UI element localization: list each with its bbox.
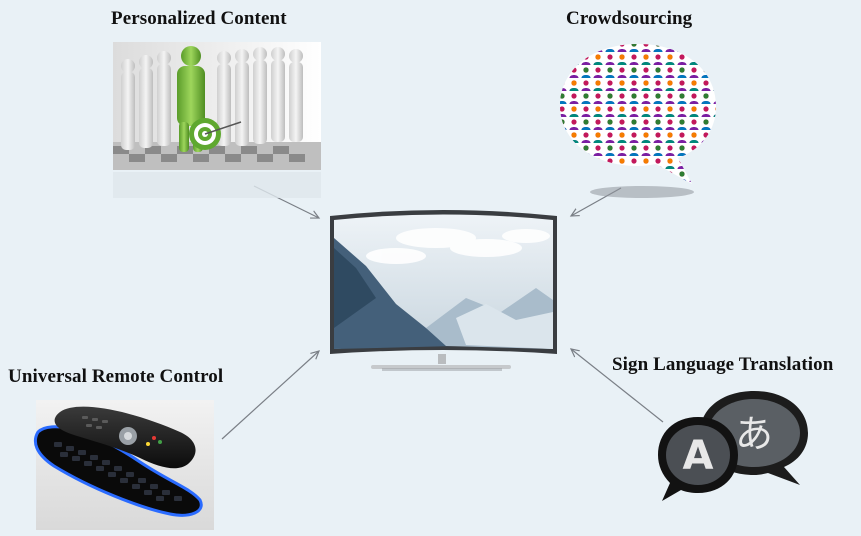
target-figure-icon <box>113 42 321 198</box>
curved-tv-icon <box>330 210 557 371</box>
arrow-sign-to-tv <box>571 349 664 423</box>
label-universal-remote-control: Universal Remote Control <box>8 366 224 387</box>
crowd-speech-bubble-icon <box>560 44 716 198</box>
translation-bubbles-icon: A あ <box>658 391 808 501</box>
label-sign-language-translation: Sign Language Translation <box>612 354 834 375</box>
label-crowdsourcing: Crowdsourcing <box>566 8 693 29</box>
glyph-hiragana-a: あ <box>735 412 773 456</box>
arrow-remote-to-tv <box>221 351 319 440</box>
remote-keyboard-icon <box>33 400 214 530</box>
label-personalized-content: Personalized Content <box>111 8 287 29</box>
glyph-latin-a: A <box>683 433 714 479</box>
